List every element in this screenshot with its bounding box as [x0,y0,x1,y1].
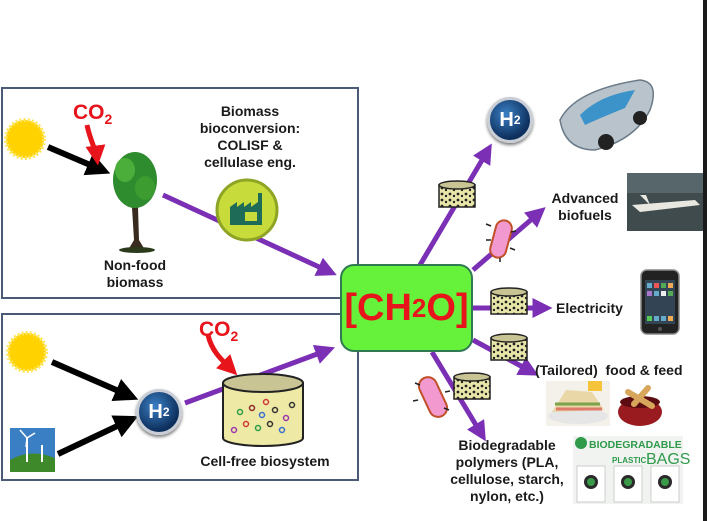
bags-word: BAGS [646,451,690,468]
bioreactor-icon [490,287,528,315]
co2-arrow [84,124,106,166]
sun-icon [4,118,46,160]
bioreactor-icon [490,333,528,361]
factory-icon [215,178,279,242]
co2-label-bottom: CO2 [199,318,239,344]
bioconversion-label: Biomass bioconversion: COLISF & cellulas… [199,103,301,170]
food-feed-label: (Tailored) food & feed [535,362,683,378]
wind-turbine-icon [10,428,55,472]
co2-label-top: CO2 [73,101,113,127]
bioreactor-icon [438,180,476,208]
co2-arrow [205,334,238,376]
bioreactor-icon [453,372,491,400]
hydrogen-car-image [559,79,655,151]
electricity-label: Electricity [556,300,623,316]
dog-bowl-image [618,385,662,426]
bacterium-icon [412,376,451,418]
smartphone-image [640,269,680,335]
biodegradable-polymers-label: Biodegradable polymers (PLA, cellulose, … [450,437,564,504]
bags-plastic: PLASTIC [612,456,646,465]
tree-icon [113,152,157,253]
sandwich-image [546,381,610,426]
bags-title: BIODEGRADABLE [589,439,682,451]
biomass-panel [1,87,359,299]
solar-to-h2-arrow [50,359,139,402]
cell-free-biosystem-label: Cell-free biosystem [200,453,330,469]
bacterium-icon [485,219,517,262]
aircraft-image [627,173,703,231]
bioreactor-icon [222,373,304,447]
wind-to-h2-arrow [56,415,139,457]
sunlight-arrow [46,144,111,176]
biodegradable-bags-image: BIODEGRADABLE PLASTIC BAGS [573,436,690,504]
right-edge-border [703,0,707,521]
sun-icon [6,331,48,373]
